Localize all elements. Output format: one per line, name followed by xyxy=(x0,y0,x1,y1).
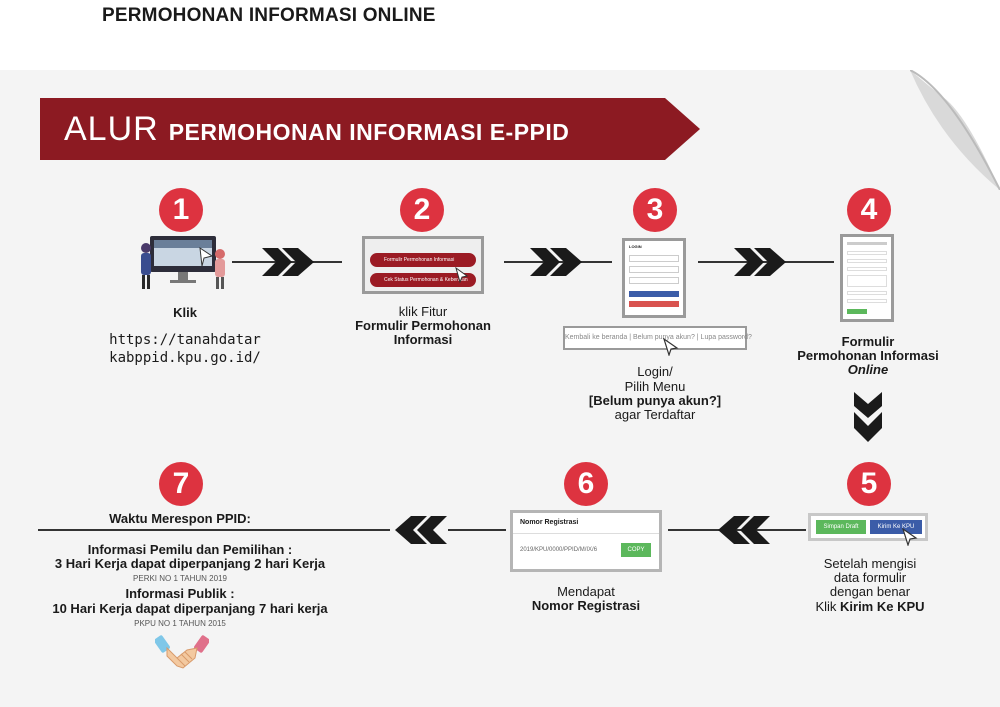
connector-line xyxy=(448,529,506,531)
login-title: LOGIN xyxy=(629,244,642,249)
pemilu-reference: PERKI NO 1 TAHUN 2019 xyxy=(133,574,227,583)
connector-line xyxy=(668,529,806,531)
step-3-line4: agar Terdaftar xyxy=(614,407,696,422)
step-1-url-line2[interactable]: kabppid.kpu.go.id/ xyxy=(109,350,261,366)
menu-item-formulir[interactable]: Formulir Permohonan Informasi xyxy=(370,253,476,267)
login-button[interactable] xyxy=(629,291,679,297)
step-4-line3: Online xyxy=(847,362,889,377)
form-screenshot xyxy=(840,234,894,322)
double-chevron-down-icon xyxy=(854,392,882,442)
menu-screenshot: Formulir Permohonan Informasi Cek Status… xyxy=(362,236,484,294)
step-6-badge: 6 xyxy=(564,462,608,506)
step-3-line3: [Belum punya akun?] xyxy=(588,393,722,408)
step-3-line2: Pilih Menu xyxy=(624,379,686,394)
kirim-ke-kpu-button[interactable]: Kirim Ke KPU xyxy=(870,520,922,534)
cursor-icon xyxy=(455,267,469,283)
step-2-badge: 2 xyxy=(400,188,444,232)
publik-reference: PKPU NO 1 TAHUN 2015 xyxy=(134,619,226,628)
registration-number: 2019/KPU/0000/PPID/M/IX/6 xyxy=(520,547,598,553)
publik-title: Informasi Publik : xyxy=(125,586,235,601)
registration-card-title: Nomor Registrasi xyxy=(520,519,579,526)
divider-line xyxy=(38,529,390,531)
cursor-icon xyxy=(663,338,679,356)
captcha-field[interactable] xyxy=(629,277,679,284)
connector-line xyxy=(698,261,834,263)
step-7-heading: Waktu Merespon PPID: xyxy=(109,511,251,526)
step-3-line1: Login/ xyxy=(637,364,673,379)
step-5-line4: Klik Kirim Ke KPU xyxy=(815,599,925,614)
registration-screenshot: Nomor Registrasi 2019/KPU/0000/PPID/M/IX… xyxy=(510,510,662,572)
pemilu-title: Informasi Pemilu dan Pemilihan : xyxy=(87,542,293,557)
step-5-line1: Setelah mengisi xyxy=(823,556,917,571)
title-banner: ALUR PERMOHONAN INFORMASI E-PPID xyxy=(40,98,700,160)
step-4-line2: Permohonan Informasi xyxy=(797,348,939,363)
double-chevron-right-icon xyxy=(734,248,786,276)
step-6-line1: Mendapat xyxy=(557,584,615,599)
publik-detail: 10 Hari Kerja dapat diperpanjang 7 hari … xyxy=(52,601,328,616)
step-5-line2: data formulir xyxy=(833,570,907,585)
double-chevron-left-icon xyxy=(395,516,447,544)
password-field[interactable] xyxy=(629,266,679,273)
menu-item-cek-status[interactable]: Cek Status Permohonan & Keberatan xyxy=(370,273,476,287)
infographic-panel xyxy=(0,70,1000,707)
banner-lead: ALUR xyxy=(64,110,159,148)
step-4-line1: Formulir xyxy=(841,334,895,349)
username-field[interactable] xyxy=(629,255,679,262)
website-illustration-icon xyxy=(141,236,225,289)
register-button[interactable] xyxy=(629,301,679,307)
step-7-badge: 7 xyxy=(159,462,203,506)
double-chevron-left-icon xyxy=(718,516,770,544)
double-chevron-right-icon xyxy=(262,248,314,276)
step-1-url-line1[interactable]: https://tanahdatar xyxy=(109,332,261,348)
step-2-line1: klik Fitur xyxy=(398,304,448,319)
banner-title: PERMOHONAN INFORMASI E-PPID xyxy=(168,119,570,145)
copy-button[interactable]: COPY xyxy=(621,543,651,557)
cursor-icon xyxy=(902,528,918,546)
handshake-icon xyxy=(155,635,209,669)
step-1-badge: 1 xyxy=(159,188,203,232)
step-1-label: Klik xyxy=(173,305,197,320)
login-links-bar[interactable]: Kembali ke beranda | Belum punya akun? |… xyxy=(563,326,752,350)
step-2-line2: Formulir Permohonan xyxy=(355,318,491,333)
login-screenshot: LOGIN xyxy=(622,238,686,318)
step-4-badge: 4 xyxy=(847,188,891,232)
step-5-badge: 5 xyxy=(847,462,891,506)
page-title: PERMOHONAN INFORMASI ONLINE xyxy=(102,5,436,26)
page-curl xyxy=(910,70,1000,190)
step-2-line3: Informasi xyxy=(393,332,453,347)
pemilu-detail: 3 Hari Kerja dapat diperpanjang 2 hari K… xyxy=(54,556,326,571)
step-6-line2: Nomor Registrasi xyxy=(531,598,641,613)
simpan-draft-button[interactable]: Simpan Draft xyxy=(816,520,866,534)
double-chevron-right-icon xyxy=(530,248,582,276)
step-3-badge: 3 xyxy=(633,188,677,232)
submit-buttons-screenshot: Simpan Draft Kirim Ke KPU xyxy=(808,513,928,541)
step-5-line3: dengan benar xyxy=(829,584,911,599)
